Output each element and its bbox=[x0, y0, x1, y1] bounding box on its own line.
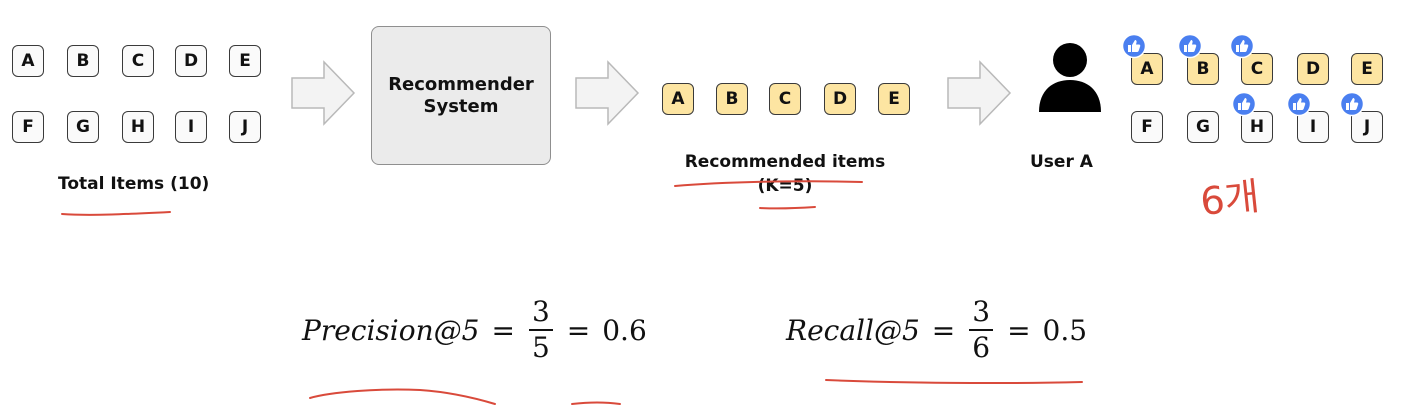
recommender-system-box: Recommender System bbox=[371, 26, 551, 165]
user-label: User A bbox=[1030, 152, 1093, 172]
user-item: B bbox=[1187, 53, 1219, 85]
user-icon bbox=[1039, 43, 1101, 112]
recall-numerator: 3 bbox=[972, 295, 991, 329]
recommended-caption-line2: (K=5) bbox=[757, 176, 813, 196]
recommender-label-line1: Recommender bbox=[388, 73, 534, 95]
item-box: B bbox=[67, 45, 99, 77]
arrow-right-icon bbox=[291, 60, 356, 126]
recall-result: 0.5 bbox=[1042, 313, 1088, 347]
item-box: C bbox=[122, 45, 154, 77]
thumbs-up-icon bbox=[1177, 33, 1203, 59]
recommended-caption-line1: Recommended items bbox=[684, 152, 886, 172]
total-items-caption: Total Items (10) bbox=[58, 174, 210, 194]
user-item: H bbox=[1241, 111, 1273, 143]
recall-formula: Recall@5 = 3 6 = 0.5 bbox=[786, 290, 1087, 370]
thumbs-up-icon bbox=[1229, 33, 1255, 59]
recall-denominator: 6 bbox=[972, 330, 991, 364]
equals-sign: = bbox=[931, 313, 956, 347]
item-box: I bbox=[175, 111, 207, 143]
recommended-item: C bbox=[769, 83, 801, 115]
recommender-label-line2: System bbox=[423, 95, 499, 117]
precision-fraction: 3 5 bbox=[528, 295, 553, 365]
equals-sign: = bbox=[491, 313, 515, 347]
recommended-item: A bbox=[662, 83, 694, 115]
fraction-bar bbox=[969, 329, 994, 331]
equals-sign: = bbox=[566, 313, 591, 347]
recall-fraction: 3 6 bbox=[969, 295, 994, 365]
user-item: G bbox=[1187, 111, 1219, 143]
item-box: H bbox=[122, 111, 154, 143]
thumbs-up-icon bbox=[1286, 91, 1312, 117]
item-box: D bbox=[175, 45, 207, 77]
user-item: C bbox=[1241, 53, 1273, 85]
precision-label: Precision@5 bbox=[302, 313, 480, 347]
user-item: J bbox=[1351, 111, 1383, 143]
user-item: I bbox=[1297, 111, 1329, 143]
item-box: F bbox=[12, 111, 44, 143]
item-box: G bbox=[67, 111, 99, 143]
recommended-item: E bbox=[878, 83, 910, 115]
recommended-item: D bbox=[824, 83, 856, 115]
fraction-bar bbox=[528, 329, 553, 331]
recall-label: Recall@5 bbox=[786, 313, 920, 347]
item-box: A bbox=[12, 45, 44, 77]
handwritten-count: 6개 bbox=[1198, 174, 1262, 224]
equals-sign: = bbox=[1007, 313, 1031, 347]
recommended-items-caption: Recommended items (K=5) bbox=[640, 150, 930, 198]
precision-numerator: 3 bbox=[531, 295, 550, 329]
user-item: E bbox=[1351, 53, 1383, 85]
recommended-item: B bbox=[716, 83, 748, 115]
precision-denominator: 5 bbox=[531, 330, 550, 364]
user-item: D bbox=[1297, 53, 1329, 85]
arrow-right-icon bbox=[575, 60, 640, 126]
user-item: F bbox=[1131, 111, 1163, 143]
precision-formula: Precision@5 = 3 5 = 0.6 bbox=[302, 290, 647, 370]
item-box: J bbox=[229, 111, 261, 143]
thumbs-up-icon bbox=[1231, 91, 1257, 117]
thumbs-up-icon bbox=[1121, 33, 1147, 59]
arrow-right-icon bbox=[947, 60, 1012, 126]
thumbs-up-icon bbox=[1339, 91, 1365, 117]
item-box: E bbox=[229, 45, 261, 77]
precision-result: 0.6 bbox=[602, 313, 647, 347]
user-item: A bbox=[1131, 53, 1163, 85]
